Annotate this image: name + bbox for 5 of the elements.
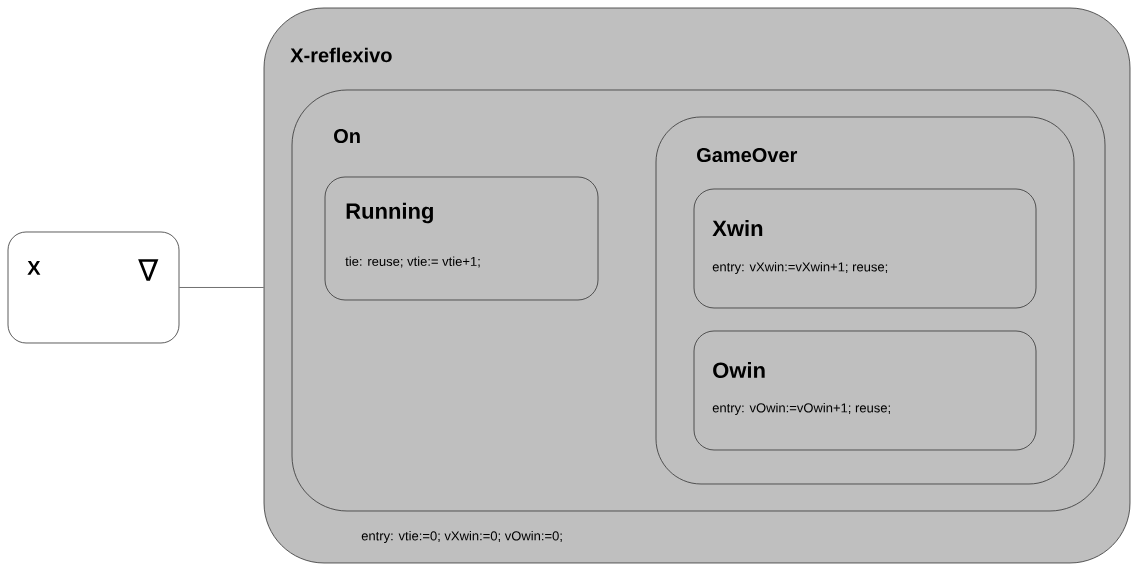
state-box: Running tie: reuse; vtie:= vtie+1; — [324, 176, 599, 301]
state-box: X ∇ — [7, 231, 180, 344]
connector-line — [179, 287, 264, 288]
state-box: Owin entry: vOwin:=vOwin+1; reuse; — [693, 330, 1037, 451]
state-box: Xwin entry: vXwin:=vXwin+1; reuse; — [693, 188, 1037, 309]
